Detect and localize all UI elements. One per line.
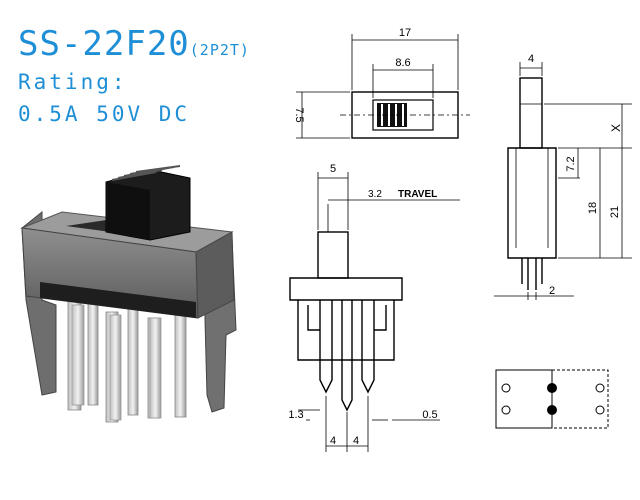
dim-side-7-2: 7.2 [565, 156, 577, 171]
dim-side-actuator: 4 [528, 53, 534, 65]
switch-pins [67, 299, 187, 423]
side-view-actuator [519, 77, 543, 149]
dim-side-18: 18 [587, 202, 599, 214]
rating-label: Rating: [18, 70, 128, 94]
dim-pin-thickness: 0.5 [422, 409, 437, 421]
dim-slot-length: 8.6 [395, 57, 410, 69]
front-view-actuator [317, 231, 349, 279]
front-view [289, 172, 460, 452]
contact-schematic [495, 369, 609, 429]
side-view [494, 62, 632, 300]
schematic-position-2 [551, 369, 609, 429]
rating-value: 0.5A 50V DC [18, 102, 191, 126]
dim-pin-pitch-b: 4 [353, 435, 359, 447]
pole-throw-config: (2P2T) [189, 41, 250, 59]
front-view-body [289, 277, 403, 361]
side-view-body [507, 147, 557, 259]
schematic-position-1 [495, 369, 553, 429]
dim-travel-label: TRAVEL [398, 189, 437, 200]
dim-actuator-width: 5 [330, 163, 336, 175]
switch-photo [20, 165, 237, 423]
dim-pin-width: 1.3 [288, 409, 303, 421]
model-number: SS-22F20 [18, 24, 190, 64]
dim-side-x: X [609, 124, 623, 132]
top-view [296, 34, 470, 139]
product-title: SS-22F20(2P2T) [18, 24, 250, 64]
dim-pin-pitch-a: 4 [330, 435, 336, 447]
dim-side-2: 2 [549, 285, 555, 297]
dim-travel-value: 3.2 [368, 189, 382, 200]
dim-body-height: 7.5 [293, 107, 305, 122]
dim-side-21: 21 [609, 206, 621, 218]
switch-actuator [105, 165, 191, 241]
dim-body-length: 17 [399, 27, 411, 39]
